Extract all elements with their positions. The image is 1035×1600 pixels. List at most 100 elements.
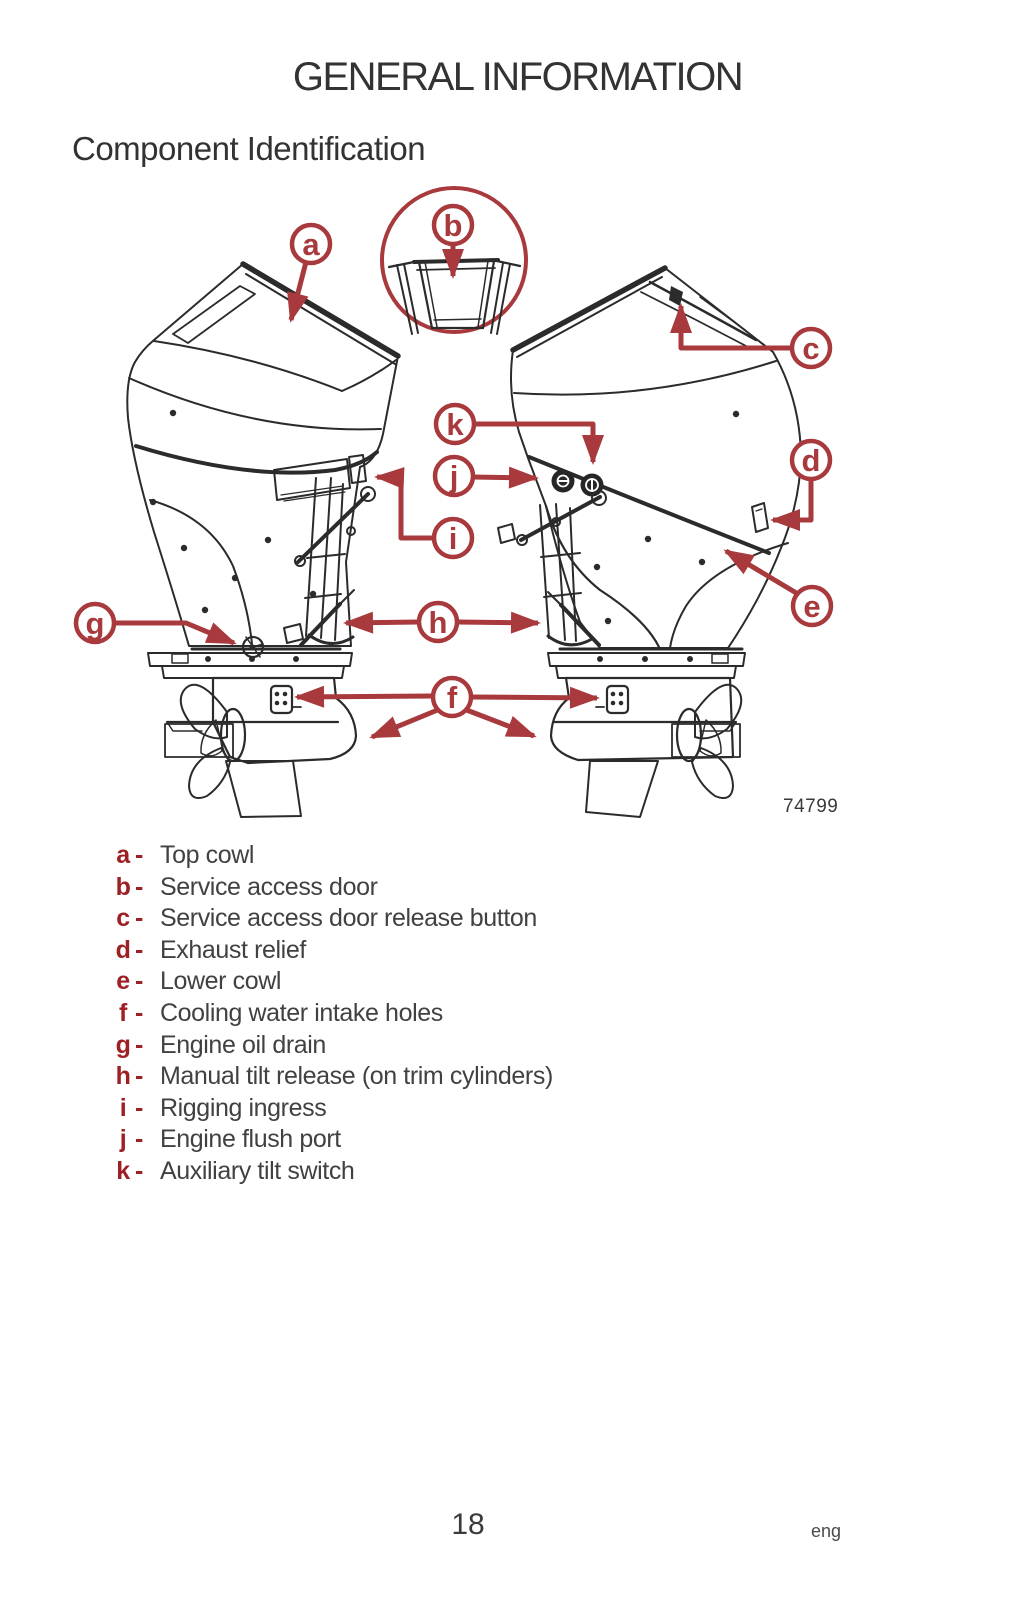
- rigging-latch: [348, 454, 367, 484]
- callout-d-letter: d: [802, 443, 821, 478]
- legend-key: k: [116, 1156, 130, 1185]
- left-trim-cylinder: [299, 602, 342, 647]
- left-intake-holes: [274, 691, 288, 706]
- legend-item: b - Service access door: [114, 873, 553, 905]
- callout-h-arrow-left: [343, 611, 420, 634]
- right-top-cowl-edge: [510, 265, 668, 353]
- service-access-door-detail: [387, 258, 522, 335]
- callout-f-letter: f: [447, 680, 458, 715]
- legend-label: Cooling water intake holes: [160, 998, 443, 1027]
- figure-number: 74799: [783, 796, 838, 817]
- legend-label: Exhaust relief: [160, 935, 306, 964]
- legend-separator: -: [135, 998, 143, 1027]
- right-gearcase: [549, 676, 743, 818]
- left-top-hatch: [172, 285, 256, 344]
- callout-b: b: [431, 203, 475, 247]
- legend-item: e - Lower cowl: [114, 967, 553, 999]
- legend-label: Lower cowl: [160, 967, 282, 996]
- callouts: a b c d e f g: [73, 203, 834, 740]
- left-manual-tilt-release: [307, 633, 355, 645]
- callout-f-arrow-down-right: [463, 706, 537, 739]
- legend-label: Engine flush port: [160, 1125, 341, 1154]
- callout-d-arrow: [770, 479, 814, 531]
- legend-separator: -: [135, 1125, 143, 1154]
- section-heading: Component Identification: [72, 130, 426, 167]
- callout-j: j: [432, 454, 476, 498]
- rigging-ingress-recess: [273, 458, 351, 501]
- callout-a: a: [289, 222, 333, 266]
- auxiliary-tilt-switch-button: [580, 473, 604, 497]
- legend-label: Rigging ingress: [160, 1093, 327, 1122]
- right-transom-bracket: [497, 490, 607, 647]
- callout-bubbles: a b c d e f g: [73, 203, 834, 719]
- callout-g-letter: g: [86, 606, 105, 641]
- legend-key: g: [115, 1030, 131, 1059]
- left-outboard-illustration: [126, 261, 401, 818]
- legend-separator: -: [135, 841, 143, 869]
- legend-item: d - Exhaust relief: [114, 936, 553, 968]
- right-cowl-screws: [593, 410, 740, 625]
- left-top-cowl-edge: [240, 261, 401, 359]
- legend-separator: -: [135, 1156, 143, 1185]
- callout-f-arrow-down-left: [369, 706, 441, 740]
- callout-d: d: [789, 438, 833, 482]
- right-manual-tilt-release: [546, 634, 594, 647]
- callout-c: c: [789, 326, 833, 370]
- callout-c-arrow: [670, 303, 792, 351]
- page-title: GENERAL INFORMATION: [292, 55, 744, 99]
- legend-label: Service access door release button: [160, 904, 537, 933]
- legend-item: j - Engine flush port: [114, 1125, 553, 1157]
- left-cowl-screws: [149, 409, 317, 614]
- callout-h-arrow-right: [456, 611, 541, 634]
- legend-item: f - Cooling water intake holes: [114, 999, 553, 1031]
- left-transom-bracket: [283, 477, 376, 647]
- legend-item: c - Service access door release button: [114, 904, 553, 936]
- callout-b-letter: b: [444, 208, 463, 243]
- exhaust-relief-vent: [751, 502, 769, 533]
- callout-f-arrow-left: [294, 685, 434, 708]
- callout-e: e: [790, 584, 834, 628]
- callout-i: i: [431, 516, 475, 560]
- engine-flush-port-button: [551, 469, 575, 493]
- left-propeller: [179, 683, 247, 799]
- legend-item: a - Top cowl: [114, 841, 553, 873]
- callout-k-arrow: [474, 421, 604, 465]
- legend-key: e: [116, 967, 130, 996]
- legend-item: h - Manual tilt release (on trim cylinde…: [114, 1062, 554, 1094]
- right-mounting-plates: [547, 647, 746, 679]
- callout-a-letter: a: [302, 227, 320, 262]
- legend-separator: -: [135, 967, 143, 996]
- legend-key: c: [116, 904, 130, 933]
- callout-i-letter: i: [449, 521, 458, 556]
- right-intake-holes: [610, 691, 624, 706]
- callout-h-letter: h: [429, 605, 448, 640]
- legend-label: Auxiliary tilt switch: [160, 1156, 355, 1185]
- legend-separator: -: [135, 904, 143, 933]
- legend-key: a: [116, 841, 130, 869]
- service-access-door-release-button: [669, 286, 683, 306]
- legend-label: Top cowl: [160, 841, 255, 869]
- right-skeg: [585, 760, 659, 818]
- callout-e-arrow: [723, 548, 800, 597]
- callout-f-arrow-right: [470, 686, 600, 709]
- legend-key: i: [119, 1093, 127, 1122]
- legend-item: i - Rigging ingress: [114, 1094, 553, 1126]
- legend-key: f: [119, 998, 127, 1027]
- legend-label: Service access door: [160, 872, 378, 901]
- legend-key: d: [115, 935, 131, 964]
- legend-item: k - Auxiliary tilt switch: [114, 1157, 553, 1189]
- callout-g: g: [73, 601, 117, 645]
- legend-separator: -: [135, 872, 143, 901]
- outboard-line-art: [126, 261, 802, 818]
- legend-key: h: [115, 1062, 131, 1091]
- callout-c-letter: c: [802, 331, 819, 366]
- callout-i-arrow: [374, 467, 434, 541]
- legend-key: j: [119, 1125, 127, 1154]
- component-legend: a - Top cowl b - Service access door c -…: [114, 841, 554, 1189]
- right-cooling-intake-plate: [605, 684, 630, 715]
- legend-separator: -: [135, 1093, 143, 1122]
- legend-item: g - Engine oil drain: [114, 1031, 553, 1063]
- page-number: 18: [451, 1508, 485, 1541]
